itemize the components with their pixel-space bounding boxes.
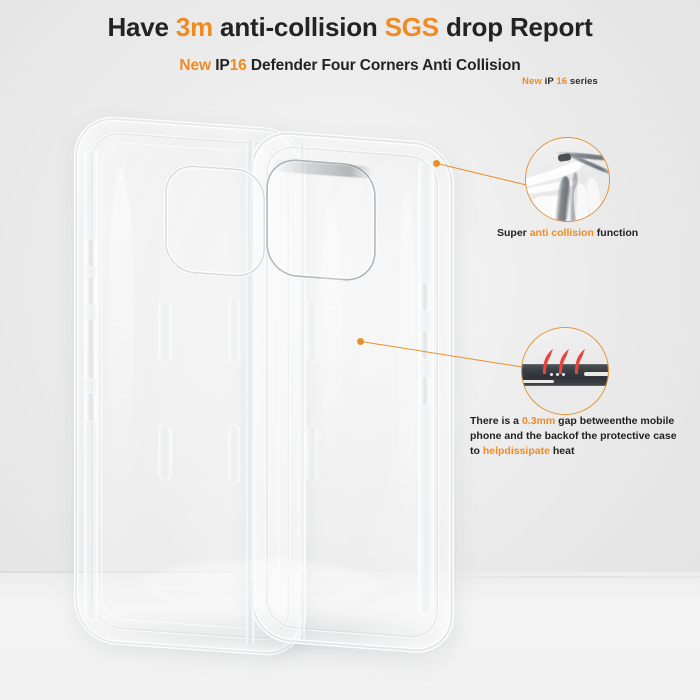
magnifier-heat-dissipation xyxy=(521,327,609,415)
cross-section-dot-3 xyxy=(562,373,565,376)
series-badge: New iP 16 series xyxy=(522,76,598,87)
case-rib-left-lower xyxy=(158,423,172,481)
button-cutout-volume-down xyxy=(86,391,96,423)
subtitle-rich: New IP16 Defender Four Corners Anti Coll… xyxy=(179,57,521,74)
case-rib-mid-lower xyxy=(228,423,240,485)
callout-caption-rich-1: Super anti collision function xyxy=(497,227,639,239)
magnifier-anti-collision xyxy=(525,137,610,222)
button-cutout-mute xyxy=(86,237,96,269)
button-cutout-side xyxy=(420,375,430,407)
floor-edge-right xyxy=(430,576,700,578)
heat-arrow-1 xyxy=(543,349,553,374)
case-rib-left-upper xyxy=(158,299,172,363)
button-cutout-action xyxy=(86,275,96,307)
camera-cutout-back-case xyxy=(164,162,266,280)
heat-arrow-2 xyxy=(559,349,569,374)
button-cutout-camera-control xyxy=(420,329,430,361)
case-left-edge-strip xyxy=(84,149,98,621)
title-rich: Have 3m anti-collision SGS drop Report xyxy=(107,12,593,42)
cross-section-inner-line-left xyxy=(522,380,554,383)
callout-caption-anti-collision: Super anti collision function xyxy=(497,226,638,241)
button-cutout-volume-up xyxy=(86,317,96,381)
case-rib-mid-upper xyxy=(228,295,240,363)
series-badge-rich: New iP 16 series xyxy=(522,76,598,87)
case-rib-right-upper xyxy=(306,299,318,363)
callout-anchor-dot-anti-collision xyxy=(433,160,440,167)
button-cutout-power xyxy=(420,281,430,313)
callout-anchor-dot-heat xyxy=(357,338,364,345)
page-subtitle: New IP16 Defender Four Corners Anti Coll… xyxy=(0,57,700,75)
cross-section-inner-line-right xyxy=(584,372,608,376)
heat-arrow-3 xyxy=(575,349,585,374)
case-rib-right-lower xyxy=(306,425,318,483)
cross-section-dot-2 xyxy=(556,373,559,376)
page-title: Have 3m anti-collision SGS drop Report xyxy=(0,12,700,43)
cross-section-dot-1 xyxy=(550,373,553,376)
